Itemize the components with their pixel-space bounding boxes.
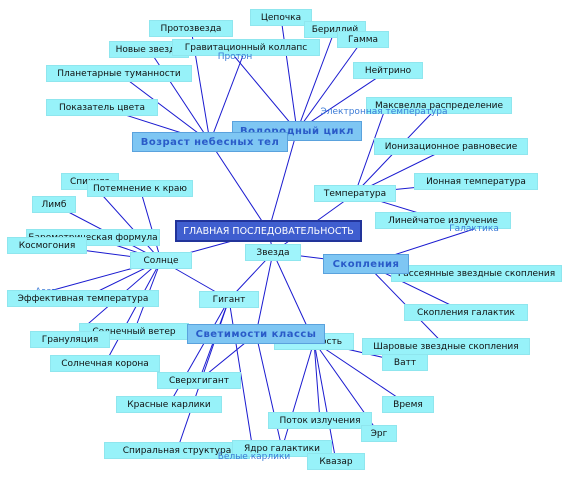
node-chain[interactable]: Цепочка bbox=[250, 9, 312, 26]
edge-luminosity-time bbox=[313, 341, 409, 405]
node-ion-temp[interactable]: Ионная температура bbox=[414, 173, 538, 190]
node-grav-collapse[interactable]: Гравитационный коллапс bbox=[172, 39, 320, 56]
edge-hydrogen-beryllium bbox=[296, 29, 336, 132]
node-supergiant[interactable]: Сверхгигант bbox=[157, 372, 241, 389]
node-red-dwarfs[interactable]: Красные карлики bbox=[116, 396, 222, 413]
node-galaxy[interactable]: Галактика bbox=[449, 224, 499, 234]
node-radiation-flux[interactable]: Поток излучения bbox=[268, 412, 372, 429]
node-neutrino[interactable]: Нейтрино bbox=[353, 62, 423, 79]
node-watt[interactable]: Ватт bbox=[382, 354, 428, 371]
edge-sun-limb_darkening bbox=[139, 188, 162, 261]
edge-age-planetary_nebulae bbox=[118, 73, 211, 143]
node-sun[interactable]: Солнце bbox=[130, 252, 192, 269]
node-gamma[interactable]: Гамма bbox=[337, 31, 389, 48]
edge-hydrogen-gamma bbox=[296, 39, 364, 132]
edge-luminosity-galaxy_nucleus bbox=[281, 341, 315, 449]
node-scattered-clusters[interactable]: Рассеянные звездные скопления bbox=[391, 265, 562, 282]
edge-age-new_stars bbox=[148, 49, 211, 143]
node-quasar[interactable]: Квазар bbox=[307, 453, 365, 470]
edge-hydrogen-chain bbox=[280, 17, 298, 132]
node-color-index[interactable]: Показатель цвета bbox=[46, 99, 158, 116]
edge-hydrogen-neutrino bbox=[296, 70, 389, 132]
node-galaxy-clusters[interactable]: Скопления галактик bbox=[404, 304, 528, 321]
edge-lum_classes-galaxy_nucleus bbox=[255, 333, 283, 449]
node-planetary-nebulae[interactable]: Планетарные туманности bbox=[46, 65, 192, 82]
node-spiral[interactable]: Спиральная структура bbox=[104, 442, 250, 459]
node-clusters[interactable]: Скопления bbox=[323, 254, 409, 274]
node-temperature[interactable]: Температура bbox=[314, 185, 396, 202]
node-galaxy-nucleus[interactable]: Ядро галактики bbox=[232, 440, 332, 457]
edge-main-hydrogen bbox=[268, 130, 298, 232]
node-electron-temp[interactable]: Электронная температура bbox=[320, 107, 448, 117]
node-line-emission[interactable]: Линейчатое излучение bbox=[375, 212, 511, 229]
node-luminosity-classes[interactable]: Светимости классы bbox=[187, 324, 325, 344]
node-limb[interactable]: Лимб bbox=[32, 196, 76, 213]
node-limb-darkening[interactable]: Потемнение к краю bbox=[87, 180, 193, 197]
edge-luminosity-quasar bbox=[313, 341, 337, 462]
node-globular-clusters[interactable]: Шаровые звездные скопления bbox=[362, 338, 530, 355]
node-effective-temp[interactable]: Эффективная температура bbox=[7, 290, 159, 307]
node-white-dwarfs[interactable]: Белые карлики bbox=[217, 452, 291, 462]
node-cosmogony[interactable]: Космогония bbox=[7, 237, 87, 254]
node-proton[interactable]: Протон bbox=[217, 52, 253, 62]
node-protostar[interactable]: Протозвезда bbox=[149, 20, 233, 37]
edge-temperature-electron_temp bbox=[354, 111, 385, 194]
node-maxwell[interactable]: Максвелла распределение bbox=[366, 97, 512, 114]
edge-sun-corona bbox=[104, 260, 162, 364]
edge-luminosity-radiation_flux bbox=[313, 341, 321, 421]
node-giant[interactable]: Гигант bbox=[199, 291, 259, 308]
node-corona[interactable]: Солнечная корона bbox=[50, 355, 160, 372]
node-celestial-age[interactable]: Возраст небесных тел bbox=[132, 132, 288, 152]
node-granulation[interactable]: Грануляция bbox=[30, 331, 110, 348]
node-time[interactable]: Время bbox=[382, 396, 434, 413]
node-star[interactable]: Звезда bbox=[245, 244, 301, 261]
edge-star-lum_classes bbox=[255, 252, 274, 335]
edge-main-age bbox=[209, 141, 269, 232]
node-ionization-eq[interactable]: Ионизационное равновесие bbox=[374, 138, 528, 155]
edge-hydrogen-proton bbox=[234, 56, 298, 132]
node-erg[interactable]: Эрг bbox=[361, 425, 397, 442]
node-main-sequence[interactable]: ГЛАВНАЯ ПОСЛЕДОВАТЕЛЬНОСТЬ bbox=[175, 220, 362, 242]
